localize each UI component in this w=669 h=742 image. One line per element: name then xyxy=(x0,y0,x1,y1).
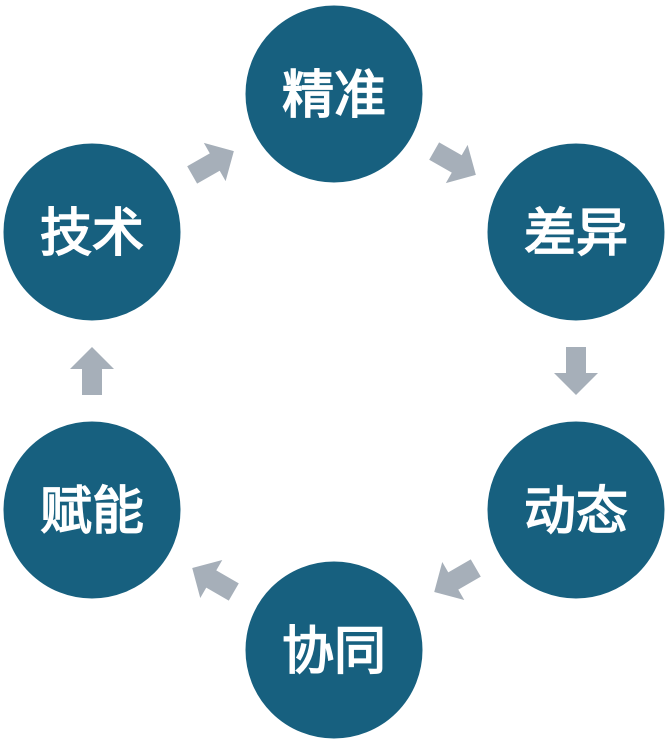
arrow-collaborative-to-empower xyxy=(192,559,239,601)
node-label: 协同 xyxy=(282,622,386,682)
node-dynamic: 动态 xyxy=(484,418,668,602)
node-circle xyxy=(242,558,426,742)
node-circle xyxy=(0,140,184,324)
node-circle xyxy=(0,418,184,602)
node-circle xyxy=(484,140,668,324)
arrow-dynamic-to-collaborative xyxy=(434,559,481,601)
node-collaborative: 协同 xyxy=(242,558,426,742)
node-label: 差异 xyxy=(524,204,628,264)
arrow-difference-to-dynamic xyxy=(554,347,598,395)
node-label: 动态 xyxy=(524,482,628,542)
node-circle xyxy=(484,418,668,602)
node-circle xyxy=(242,2,426,186)
node-label: 赋能 xyxy=(40,482,144,542)
node-precise: 精准 xyxy=(242,2,426,186)
node-label: 技术 xyxy=(40,204,144,264)
arrow-empower-to-technology xyxy=(70,347,114,395)
node-label: 精准 xyxy=(282,66,386,126)
arrow-layer xyxy=(70,142,598,601)
arrow-technology-to-precise xyxy=(187,142,234,184)
node-technology: 技术 xyxy=(0,140,184,324)
node-empower: 赋能 xyxy=(0,418,184,602)
node-difference: 差异 xyxy=(484,140,668,324)
arrow-precise-to-difference xyxy=(429,142,476,184)
